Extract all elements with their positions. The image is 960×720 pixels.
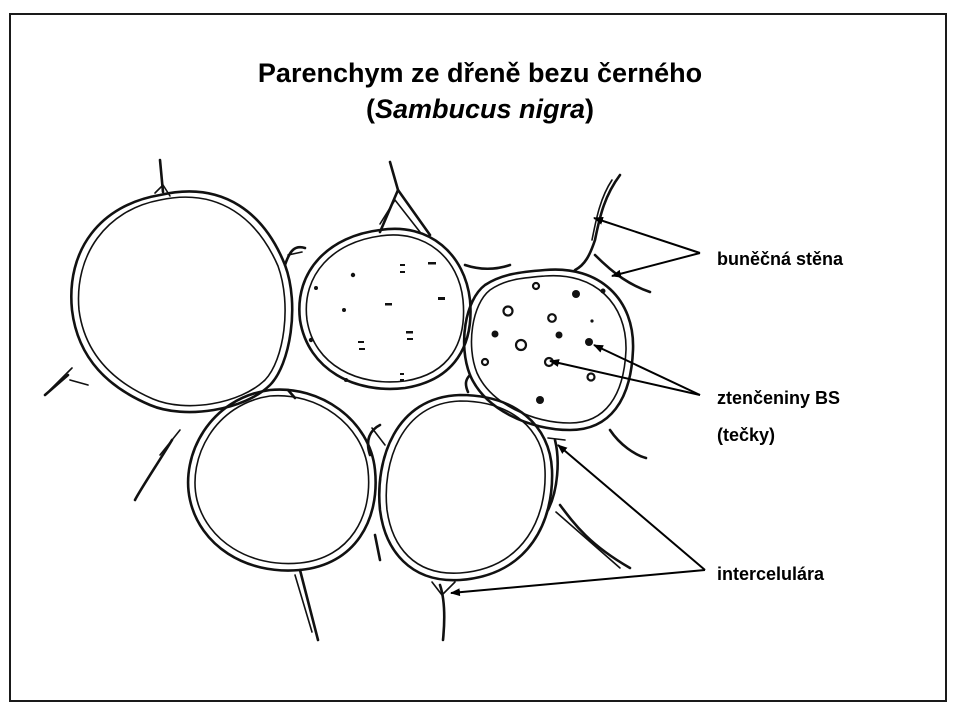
cell-right bbox=[462, 268, 635, 432]
pits-large bbox=[480, 281, 606, 404]
figure-frame bbox=[9, 13, 947, 702]
leader-intercellular-1 bbox=[557, 444, 706, 571]
title-paren-close: ) bbox=[585, 94, 595, 124]
title-line-1: Parenchym ze dřeně bezu černého bbox=[257, 58, 703, 88]
intercellular-walls bbox=[43, 158, 652, 642]
species-name: Sambucus nigra bbox=[374, 94, 586, 124]
cell-top-middle bbox=[298, 227, 472, 391]
cell-bottom-right bbox=[378, 393, 554, 582]
title-paren-open: ( bbox=[365, 94, 375, 124]
leader-pits-2 bbox=[549, 359, 701, 396]
label-pits-line-2: (tečky) bbox=[717, 425, 776, 445]
cell-bottom-left bbox=[186, 388, 377, 572]
cell-large-left bbox=[70, 190, 294, 414]
leader-lines bbox=[450, 217, 706, 597]
leader-pits-1 bbox=[593, 344, 701, 396]
leader-cell-wall-upper bbox=[593, 217, 701, 254]
label-cell-wall: buněčná stěna bbox=[717, 249, 844, 269]
figure-title: Parenchym ze dřeně bezu černého (Sambucu… bbox=[0, 55, 960, 127]
title-line-2: (Sambucus nigra) bbox=[0, 91, 960, 127]
leader-cell-wall-lower bbox=[611, 252, 701, 278]
leader-intercellular-2 bbox=[450, 569, 706, 597]
pits-small bbox=[308, 262, 445, 382]
label-pits-line-1: ztenčeniny BS bbox=[717, 388, 841, 408]
label-intercellular: intercelulára bbox=[717, 564, 825, 584]
